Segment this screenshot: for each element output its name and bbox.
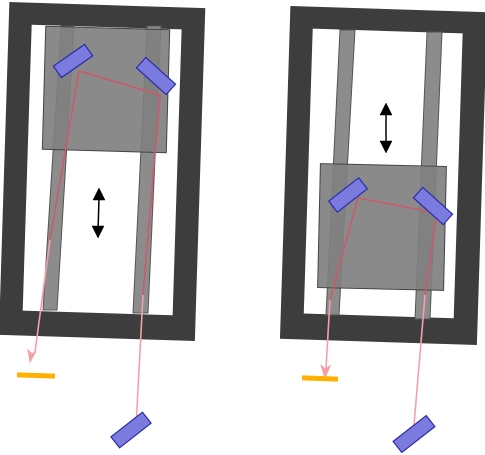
right-beam-exit xyxy=(325,299,331,369)
right-motion-arrow-icon xyxy=(379,102,393,154)
left-motion-arrow-icon xyxy=(91,187,106,239)
right-mirror-right-icon xyxy=(412,186,454,226)
left-beam-arrowhead-icon xyxy=(27,348,37,364)
right-beam-path xyxy=(329,197,438,301)
right-beam-return-lower xyxy=(413,294,426,426)
left-beam xyxy=(34,69,161,428)
right-detector-icon xyxy=(301,375,339,382)
right-carriage xyxy=(317,163,447,291)
left-beam-return-lower xyxy=(135,294,144,428)
right-mirror-left-icon xyxy=(327,176,369,214)
left-beam-exit xyxy=(34,239,51,353)
right-beam xyxy=(325,197,438,426)
left-carriage xyxy=(41,25,171,154)
left-beam-path xyxy=(49,69,161,296)
left-mirror-top-right-icon xyxy=(135,56,177,96)
left-detector-icon xyxy=(16,372,56,379)
right-beam-arrowhead-icon xyxy=(320,364,332,380)
right-setup xyxy=(279,5,485,454)
right-input-mirror-icon xyxy=(392,414,436,454)
left-input-mirror-icon xyxy=(110,411,152,449)
left-setup xyxy=(0,2,206,449)
left-mirror-top-left-icon xyxy=(52,43,94,79)
